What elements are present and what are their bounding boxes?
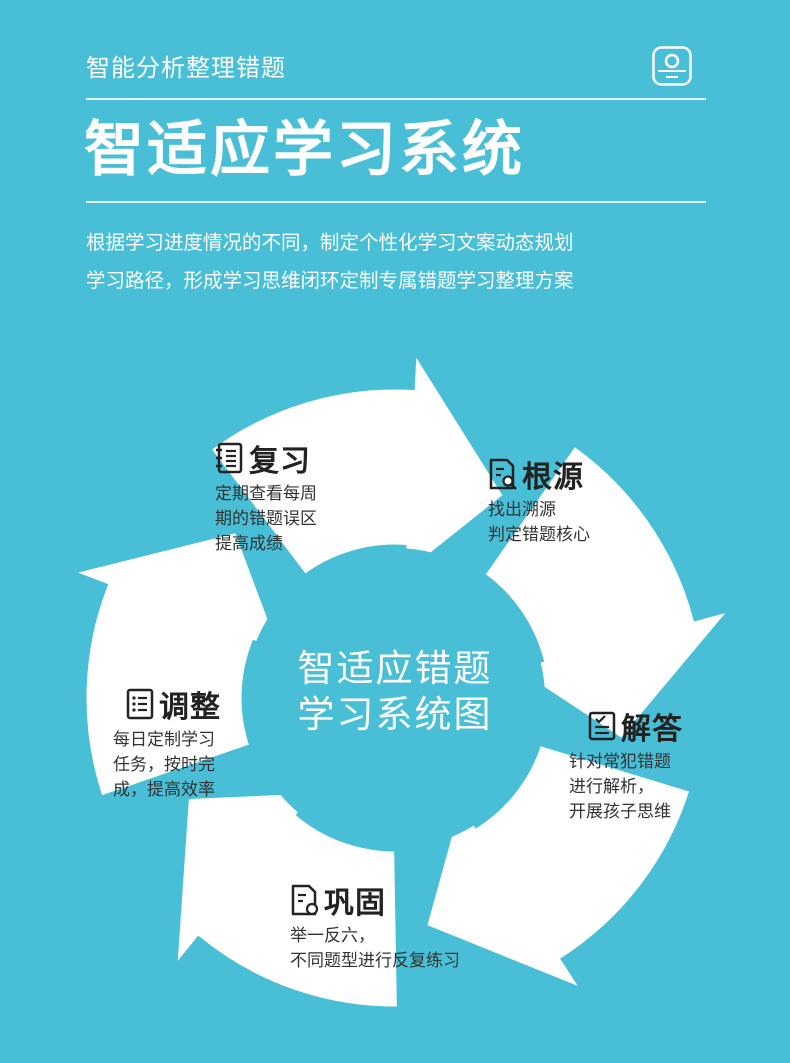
step-text: 任务，按时完 [113, 755, 215, 775]
doc-search-icon [489, 458, 517, 490]
checklist-icon [588, 711, 616, 741]
divider-top [86, 98, 706, 100]
center-label: 智适应错题 学习系统图 [280, 646, 510, 738]
step-name: 解答 [621, 712, 683, 747]
page-subtitle: 智能分析整理错题 [86, 54, 286, 82]
step-text: 成，提高效率 [113, 780, 215, 800]
step-text: 开展孩子思维 [569, 802, 671, 822]
step-adjust: 调整 每日定制学习 任务，按时完 成，提高效率 [113, 684, 221, 803]
step-root-cause: 根源 找出溯源 判定错题核心 [488, 454, 590, 548]
notebook-icon [216, 442, 243, 474]
center-line: 智适应错题 [297, 647, 493, 690]
doc-edit-icon [291, 884, 319, 916]
step-name: 巩固 [324, 886, 386, 921]
page-title: 智适应学习系统 [84, 115, 525, 185]
step-text: 判定错题核心 [488, 525, 590, 545]
description-line: 学习路径，形成学习思维闭环定制专属错题学习整理方案 [86, 269, 574, 292]
step-text: 进行解析， [569, 777, 654, 797]
step-text: 定期查看每周 [215, 484, 317, 504]
step-answer: 解答 针对常犯错题 进行解析， 开展孩子思维 [569, 706, 683, 825]
step-review: 复习 定期查看每周 期的错题误区 提高成绩 [215, 438, 317, 557]
divider-bottom [86, 201, 706, 203]
center-circle [245, 548, 545, 848]
step-text: 期的错题误区 [215, 509, 317, 529]
step-name: 调整 [159, 690, 221, 725]
step-consolidate: 巩固 举一反六， 不同题型进行反复练习 [290, 880, 460, 974]
device-icon [652, 46, 692, 86]
step-text: 举一反六， [290, 926, 375, 946]
center-line: 学习系统图 [297, 693, 493, 736]
step-text: 针对常犯错题 [569, 752, 671, 772]
description: 根据学习进度情况的不同，制定个性化学习文案动态规划 学习路径，形成学习思维闭环定… [86, 224, 706, 300]
step-name: 根源 [522, 460, 584, 495]
list-icon [126, 688, 154, 720]
description-line: 根据学习进度情况的不同，制定个性化学习文案动态规划 [86, 231, 574, 254]
step-text: 不同题型进行反复练习 [290, 951, 460, 971]
step-text: 每日定制学习 [113, 730, 215, 750]
step-text: 找出溯源 [488, 500, 556, 520]
step-text: 提高成绩 [215, 534, 283, 554]
step-name: 复习 [249, 444, 311, 479]
